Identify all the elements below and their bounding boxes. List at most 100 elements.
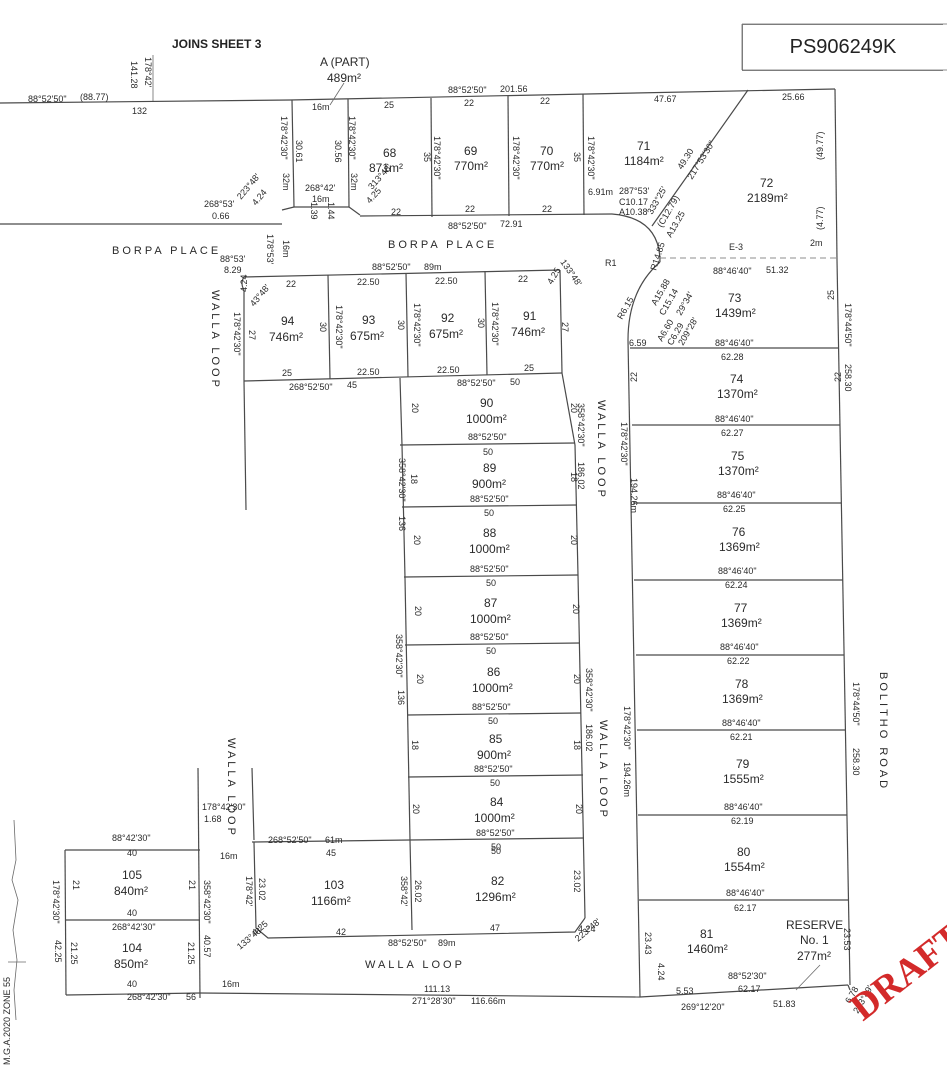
dim-label: 35	[422, 152, 432, 162]
dim-label: 178°42'	[143, 57, 153, 88]
dim-label: 47.67	[654, 94, 677, 104]
dim-label: 22	[629, 372, 639, 382]
dim-label: 178°42'30"	[279, 116, 289, 160]
dim-label: 268°52'50"	[289, 382, 333, 392]
dim-label: 178°42'30"	[490, 302, 500, 346]
dim-label: 20	[413, 606, 423, 616]
dim-label: 47	[490, 923, 500, 933]
lot-number: 87	[484, 596, 498, 610]
dim-label: 358°42'30"	[397, 458, 407, 502]
dim-label: 201.56	[500, 84, 528, 94]
dim-label: 18	[409, 474, 419, 484]
lot-number: 104	[122, 941, 142, 955]
lot-number: 105	[122, 868, 142, 882]
lot-area: 1000m²	[474, 811, 515, 825]
dim-label: 186.02	[584, 724, 594, 752]
dim-label: 268°42'30"	[127, 992, 171, 1002]
lot-area: 1000m²	[466, 412, 507, 426]
dim-label: 116.66m	[471, 996, 505, 1006]
dim-label: 178°42'30"	[619, 422, 629, 466]
lot-number: 84	[490, 795, 504, 809]
lot-number: 73	[728, 291, 742, 305]
dim-label: 88°46'40"	[715, 338, 754, 348]
dim-label: 18	[572, 740, 582, 750]
dim-label: (49.77)	[815, 131, 825, 160]
dim-label: (4.77)	[815, 206, 825, 230]
lot-area: 1166m²	[311, 894, 351, 908]
dim-label: 1.39	[309, 202, 319, 220]
dim-label: 32m	[349, 173, 359, 191]
lot-number: 77	[734, 601, 748, 615]
dim-label: 25.66	[782, 92, 805, 102]
road-walla-loop-southwest: WALLA LOOP	[225, 738, 237, 838]
dim-label: 22.50	[437, 365, 460, 375]
parent-lot-area: 489m²	[327, 71, 361, 85]
dim-label: 22	[286, 279, 296, 289]
lot-number: 78	[735, 677, 749, 691]
dim-label: 178°42'30"	[432, 136, 442, 180]
dim-label: 22	[391, 207, 401, 217]
dim-label: 88°52'50"	[388, 938, 427, 948]
dim-label: 51.83	[773, 999, 796, 1009]
dim-label: 21	[71, 880, 81, 890]
dim-label: 42	[336, 927, 346, 937]
dim-label: 4.24	[239, 274, 249, 292]
lot-area: 675m²	[350, 329, 384, 343]
dim-label: 1.68	[204, 814, 222, 824]
dim-label: 88°46'40"	[717, 490, 756, 500]
lot-number: 86	[487, 665, 501, 679]
dim-label: 23.43	[643, 932, 653, 955]
dim-label: 133°48'	[558, 257, 584, 288]
dim-label: 88°52'50"	[372, 262, 411, 272]
dim-label: 88°46'40"	[726, 888, 765, 898]
lot-number: 85	[489, 732, 503, 746]
dim-label: 88°52'50"	[470, 632, 509, 642]
dim-label: 2m	[810, 238, 823, 248]
dim-label: 25	[826, 290, 836, 300]
dim-label: 16m	[220, 851, 238, 861]
dim-label: 132	[132, 106, 147, 116]
lot-area: 1000m²	[469, 542, 510, 556]
dim-label: 62.24	[725, 580, 748, 590]
lot-area: 840m²	[114, 884, 148, 898]
dim-label: 50	[483, 447, 493, 457]
dim-label: 186.02	[576, 462, 586, 490]
lot-number: 103	[324, 878, 344, 892]
dim-label: 62.25	[723, 504, 746, 514]
dim-label: 45	[347, 380, 357, 390]
lot-area: 1370m²	[718, 464, 759, 478]
plan-number-box: PS906249K	[742, 24, 943, 71]
dim-label: 22.50	[435, 276, 458, 286]
dim-label: 88°52'50"	[472, 702, 511, 712]
lot-area: 1369m²	[721, 616, 762, 630]
dim-label: 62.27	[721, 428, 744, 438]
lot-area: 746m²	[269, 330, 303, 344]
dim-label: 20	[412, 535, 422, 545]
dim-label: 136	[396, 690, 406, 705]
dim-label: 21	[187, 880, 197, 890]
lot-number: 82	[491, 874, 505, 888]
dim-label: 25	[384, 100, 394, 110]
lot-area: 1296m²	[475, 890, 516, 904]
dim-label: 30	[396, 320, 406, 330]
dim-label: 178°42'30"	[586, 136, 596, 180]
dim-label: 18	[569, 472, 579, 482]
dim-label: C10.17	[619, 197, 648, 207]
dim-label: 6.59	[629, 338, 647, 348]
lot-area: 1439m²	[715, 306, 756, 320]
lot-number: 93	[362, 313, 376, 327]
dim-label: 42.25	[53, 940, 63, 963]
dim-label: 25	[282, 368, 292, 378]
dim-label: 62.19	[731, 816, 754, 826]
lot-area: 770m²	[454, 159, 488, 173]
lot-area: 746m²	[511, 325, 545, 339]
dim-label: 45	[326, 848, 336, 858]
dim-label: 16m	[312, 102, 330, 112]
road-walla-loop-south: WALLA LOOP	[365, 959, 465, 971]
dim-label: 88°46'40"	[720, 642, 759, 652]
dim-label: 1.44	[326, 202, 336, 220]
dim-label: 88°52'50"	[470, 564, 509, 574]
dim-label: 62.22	[727, 656, 750, 666]
dim-label: 30	[318, 322, 328, 332]
